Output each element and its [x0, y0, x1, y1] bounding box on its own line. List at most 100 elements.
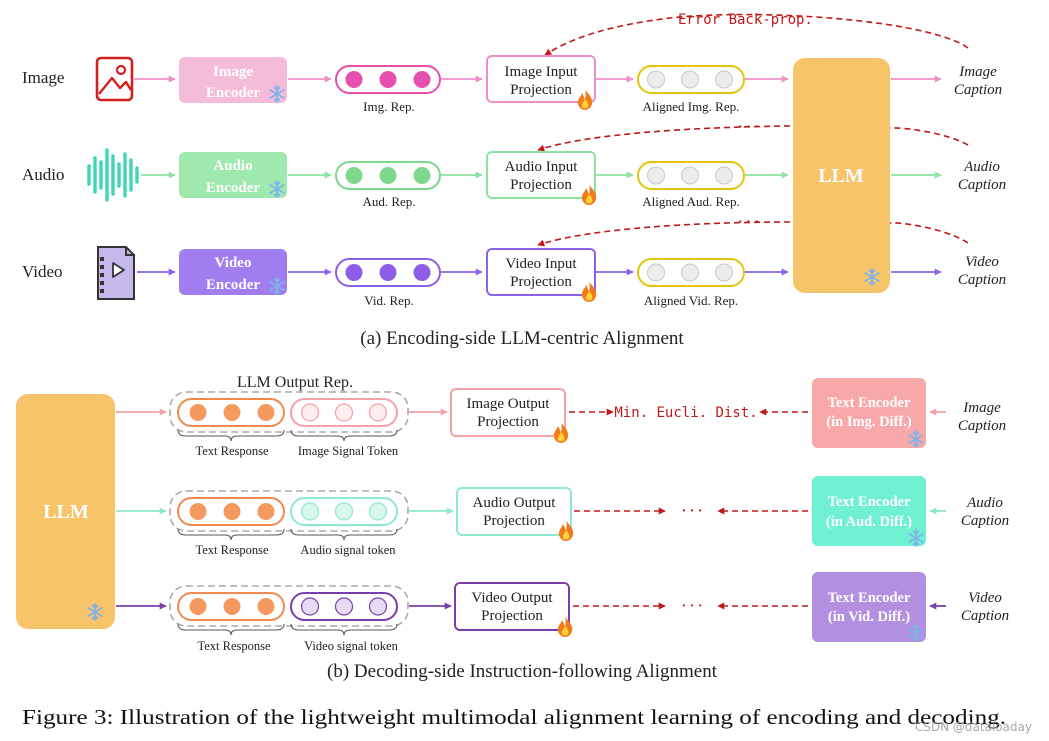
decoding-section: LLM LLM Output Rep. Text Response Image …	[16, 374, 1009, 682]
subcaption-b: (b) Decoding-side Instruction-following …	[327, 661, 718, 682]
video-rep-label: Vid. Rep.	[364, 293, 413, 308]
encoding-row-image: Image Image Encoder Img. Rep. Image Inpu…	[22, 55, 1002, 114]
audio-rep-label: Aud. Rep.	[362, 194, 415, 209]
text-encoder-image-label-1: Text Encoder	[828, 395, 911, 411]
rep-dot	[345, 71, 363, 88]
llm-box-encoding	[793, 58, 890, 293]
audio-caption-dec-1: Audio	[966, 495, 1003, 511]
encoding-section: LLM Error Back-prop. · · · · · · Image I…	[22, 12, 1006, 349]
decoding-ellipsis-audio: · · ·	[681, 504, 702, 519]
rep-dot	[379, 264, 397, 281]
audio-caption-dec-2: Caption	[961, 513, 1009, 529]
image-encoder-box	[179, 57, 287, 103]
output-rep-dashed-frame	[169, 490, 409, 532]
output-rep-dashed-frame	[169, 585, 409, 627]
encoding-row-audio: Audio Audio Encoder Aud. Rep.	[22, 148, 1006, 209]
signal-dot	[334, 502, 354, 521]
encoding-row-video: Video Video Encoder	[22, 246, 1006, 308]
backprop-ellipsis-video: · · ·	[738, 215, 759, 230]
signal-dot	[300, 502, 320, 521]
signal-dot	[300, 597, 320, 616]
text-response-label: Text Response	[197, 639, 271, 653]
aligned-image-label: Aligned Img. Rep.	[643, 99, 740, 114]
decoding-row-image: Text Response Image Signal Token Image O…	[116, 378, 1006, 458]
text-dot	[189, 404, 207, 421]
aligned-dot	[647, 70, 665, 89]
audio-encoder-box	[179, 152, 287, 198]
image-caption-2: Caption	[954, 82, 1002, 98]
video-projection-label-1: Video Input	[505, 256, 577, 272]
image-projection-label-2: Projection	[510, 82, 572, 98]
rep-dot	[413, 264, 431, 281]
video-caption-2: Caption	[958, 272, 1006, 288]
aligned-video-label: Aligned Vid. Rep.	[644, 293, 738, 308]
audio-encoder-label-1: Audio	[213, 158, 252, 174]
video-input-projection-box	[486, 248, 596, 296]
rep-dot	[345, 264, 363, 281]
aligned-dot	[715, 166, 733, 185]
backprop-arrow-audio-left	[537, 125, 791, 152]
aligned-dot	[681, 166, 699, 185]
text-response-label: Text Response	[195, 444, 269, 458]
audio-projection-label-1: Audio Input	[505, 159, 579, 175]
input-label-image: Image	[22, 68, 64, 87]
output-rep-dashed-frame	[169, 391, 409, 433]
llm-box-decoding	[16, 394, 115, 629]
llm-label-encoding: LLM	[818, 165, 864, 187]
video-encoder-box	[179, 249, 287, 295]
video-encoder-label-1: Video	[215, 255, 252, 271]
aligned-dot	[715, 70, 733, 89]
rep-dot	[413, 167, 431, 184]
image-output-projection-label-1: Image Output	[467, 396, 551, 412]
decoding-row-audio: Text Response Audio signal token Audio O…	[116, 476, 1009, 557]
audio-waveform-icon	[87, 148, 139, 202]
audio-caption-1: Audio	[963, 159, 1000, 175]
input-label-audio: Audio	[22, 165, 65, 184]
text-encoder-video-box	[812, 572, 926, 642]
backprop-arrow-video	[889, 222, 969, 244]
video-file-icon	[97, 246, 135, 300]
audio-projection-label-2: Projection	[510, 177, 572, 193]
image-icon	[95, 56, 134, 102]
audio-output-projection-label-1: Audio Output	[473, 495, 557, 511]
text-dot	[257, 404, 275, 421]
signal-token-label: Image Signal Token	[298, 444, 399, 458]
backprop-arrow-audio	[889, 127, 969, 146]
signal-token-label: Video signal token	[304, 639, 398, 653]
input-label-video: Video	[22, 262, 63, 281]
signal-dot	[368, 502, 388, 521]
image-input-projection-box	[486, 55, 596, 103]
backprop-arrow-video-left	[537, 221, 791, 247]
video-projection-label-2: Projection	[510, 274, 572, 290]
video-output-projection-label-2: Projection	[481, 608, 543, 624]
text-dot	[257, 598, 275, 615]
rep-dot	[345, 167, 363, 184]
signal-token-label: Audio signal token	[300, 543, 396, 557]
rep-dot	[379, 167, 397, 184]
video-caption-dec-1: Video	[968, 590, 1002, 606]
figure-caption: Figure 3: Illustration of the lightweigh…	[22, 705, 1006, 729]
audio-input-projection-box	[486, 151, 596, 199]
backprop-label: Error Back-prop.	[678, 12, 813, 28]
signal-dot	[368, 403, 388, 422]
aligned-dot	[681, 263, 699, 282]
image-encoder-label-1: Image	[213, 64, 253, 80]
text-encoder-image-label-2: (in Img. Diff.)	[826, 414, 912, 430]
decoding-row-video: Text Response Video signal token Video O…	[116, 572, 1009, 653]
image-caption-dec-1: Image	[962, 400, 1001, 416]
text-dot	[223, 503, 241, 520]
image-caption-1: Image	[958, 64, 997, 80]
image-projection-label-1: Image Input	[505, 64, 579, 80]
audio-output-projection-box	[456, 487, 572, 536]
video-output-projection-box	[454, 582, 570, 631]
audio-encoder-label-2: Encoder	[206, 180, 261, 196]
text-encoder-audio-label-2: (in Aud. Diff.)	[826, 514, 912, 530]
rep-dot	[413, 71, 431, 88]
text-dot	[257, 503, 275, 520]
llm-output-rep-label: LLM Output Rep.	[237, 374, 353, 391]
text-encoder-video-label-1: Text Encoder	[828, 590, 911, 606]
aligned-audio-label: Aligned Aud. Rep.	[642, 194, 740, 209]
aligned-dot	[647, 166, 665, 185]
min-eucli-dist-label: Min. Eucli. Dist.	[614, 405, 757, 421]
